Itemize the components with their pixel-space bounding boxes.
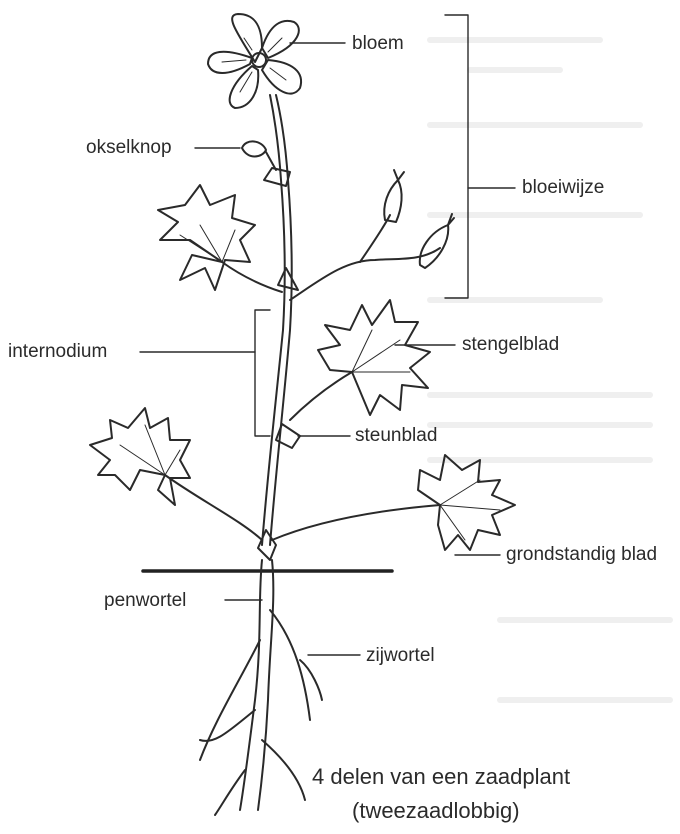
flower (208, 14, 301, 108)
leaf-stem-right (290, 300, 430, 420)
label-steunblad: steunblad (355, 426, 437, 445)
axillary-bud (242, 141, 276, 170)
stem (262, 95, 292, 545)
label-zijwortel: zijwortel (366, 646, 435, 665)
leaf-upper-left (158, 185, 282, 292)
label-stengelblad: stengelblad (462, 335, 559, 354)
label-bloeiwijze: bloeiwijze (522, 178, 604, 197)
inflorescence-branches (290, 170, 454, 300)
background-text-ghost (430, 40, 670, 700)
label-okselknop: okselknop (86, 138, 172, 157)
leaf-basal-right (272, 455, 515, 550)
roots (200, 560, 322, 815)
label-penwortel: penwortel (104, 591, 186, 610)
label-internodium: internodium (8, 342, 107, 361)
caption-line-2: (tweezaadlobbig) (352, 800, 520, 822)
leader-lines (140, 15, 515, 655)
caption-line-1: 4 delen van een zaadplant (312, 766, 570, 788)
leaf-lower-left (90, 408, 262, 540)
label-bloem: bloem (352, 34, 404, 53)
label-grondstandig-blad: grondstandig blad (506, 545, 657, 564)
